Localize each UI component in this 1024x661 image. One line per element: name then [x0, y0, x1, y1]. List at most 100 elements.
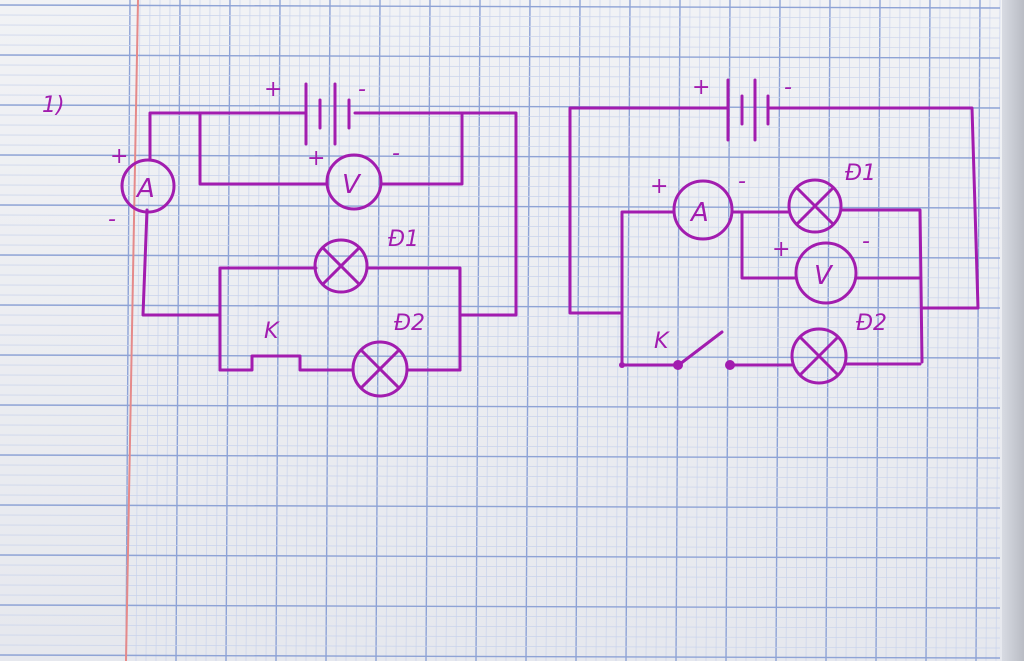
grid-line-minor	[885, 0, 891, 661]
grid-line-major	[475, 0, 481, 661]
grid-line-major	[0, 154, 1001, 159]
battery-plus-2: +	[692, 75, 710, 100]
grid-line-minor	[845, 0, 851, 661]
grid-line-minor	[0, 584, 1001, 589]
grid-line-minor	[435, 0, 441, 661]
circuit-2-labels: + - A + - Đ1 V + - Đ2 K	[650, 75, 887, 354]
grid-line-major	[175, 0, 181, 661]
ammeter-minus-1: -	[108, 207, 116, 232]
grid-line-minor	[0, 194, 1001, 199]
grid-line-minor	[995, 0, 1001, 661]
circuit-2-dots	[619, 360, 735, 370]
grid-line-minor	[515, 0, 521, 661]
grid-line-minor	[585, 0, 591, 661]
switch-label-2: K	[654, 329, 670, 354]
paper-edge	[1002, 0, 1024, 661]
junction-dot-2	[619, 362, 625, 368]
grid-line-minor	[0, 334, 1001, 339]
grid-line-major	[975, 0, 981, 661]
wire-lamp1-right-2	[840, 208, 924, 364]
voltmeter-2	[794, 241, 858, 305]
lamp-d2-1	[351, 340, 409, 398]
grid-line-minor	[195, 0, 201, 661]
grid-line-minor	[0, 244, 1001, 249]
grid-line-minor	[685, 0, 691, 661]
grid-line-major	[0, 554, 1001, 559]
grid-line-minor	[0, 614, 1001, 619]
grid-line-minor	[0, 324, 1001, 329]
grid-line-major	[0, 454, 1001, 459]
lamp-d2-label-2: Đ2	[856, 311, 887, 336]
ammeter-label-1: A	[135, 174, 155, 204]
grid-line-minor	[505, 0, 511, 661]
wire-lamp1-right	[366, 266, 462, 372]
grid-line-minor	[0, 414, 1001, 419]
grid-line-minor	[305, 0, 311, 661]
grid-line-minor	[0, 564, 1001, 569]
grid-line-minor	[715, 0, 721, 661]
grid-line-major	[0, 4, 1001, 9]
grid-line-minor	[0, 34, 1001, 39]
grid-line-minor	[165, 0, 171, 661]
grid-line-minor	[655, 0, 661, 661]
grid-line-minor	[0, 464, 1001, 469]
grid-line-major	[575, 0, 581, 661]
grid-line-minor	[0, 394, 1001, 399]
grid-line-major	[275, 0, 281, 661]
grid-line-minor	[0, 164, 1001, 169]
switch-contact-right-2	[725, 360, 735, 370]
grid-line-minor	[945, 0, 951, 661]
grid-line-minor	[0, 634, 1001, 639]
grid-line-minor	[935, 0, 941, 661]
grid-line-minor	[0, 124, 1001, 129]
grid-line-minor	[0, 274, 1001, 279]
grid-line-major	[225, 0, 231, 661]
lamp-d1-label-2: Đ1	[845, 161, 876, 186]
wire-to-ammeter-2	[620, 210, 676, 367]
lamp-d1-label-1: Đ1	[388, 227, 419, 252]
grid-line-minor	[915, 0, 921, 661]
grid-line-minor	[365, 0, 371, 661]
ammeter-minus-2: -	[738, 169, 746, 194]
grid-line-minor	[0, 364, 1001, 369]
grid-line-major	[425, 0, 431, 661]
circuit-1-labels: + - A + - V + - Đ1 Đ2 K	[108, 77, 425, 344]
grid-line-minor	[0, 374, 1001, 379]
grid-line-major	[0, 654, 1001, 659]
grid-line-minor	[895, 0, 901, 661]
grid-line-minor	[255, 0, 261, 661]
lamp-d1-2	[787, 178, 843, 234]
wire-battery-right-2	[766, 106, 980, 310]
wire-lamp1-left	[218, 266, 318, 372]
wire-ammeter-to-lamps	[141, 208, 222, 317]
voltmeter-minus-2: -	[862, 229, 870, 254]
ammeter-2	[672, 179, 734, 241]
grid-line-minor	[0, 474, 1001, 479]
lamp-d1-cross	[795, 186, 835, 226]
grid-line-minor	[0, 514, 1001, 519]
grid-line-minor	[0, 44, 1001, 49]
grid-line-minor	[785, 0, 791, 661]
grid-line-minor	[645, 0, 651, 661]
grid-line-minor	[215, 0, 221, 661]
grid-line-minor	[0, 94, 1001, 99]
problem-number: 1)	[42, 93, 65, 118]
ammeter-1	[120, 158, 176, 214]
wire-voltmeter-left-2	[740, 210, 798, 280]
lamp-d2-label-1: Đ2	[394, 311, 425, 336]
battery-plus-1: +	[264, 77, 282, 102]
grid-line-minor	[245, 0, 251, 661]
grid-line-minor	[555, 0, 561, 661]
grid-line-minor	[0, 424, 1001, 429]
circuit-2	[568, 78, 980, 385]
grid-line-minor	[0, 24, 1001, 29]
grid-line-minor	[795, 0, 801, 661]
lamp-d2-2	[790, 327, 848, 385]
grid-line-minor	[445, 0, 451, 661]
grid-line-minor	[545, 0, 551, 661]
grid-line-minor	[985, 0, 991, 661]
grid-line-minor	[0, 224, 1001, 229]
grid-line-minor	[395, 0, 401, 661]
